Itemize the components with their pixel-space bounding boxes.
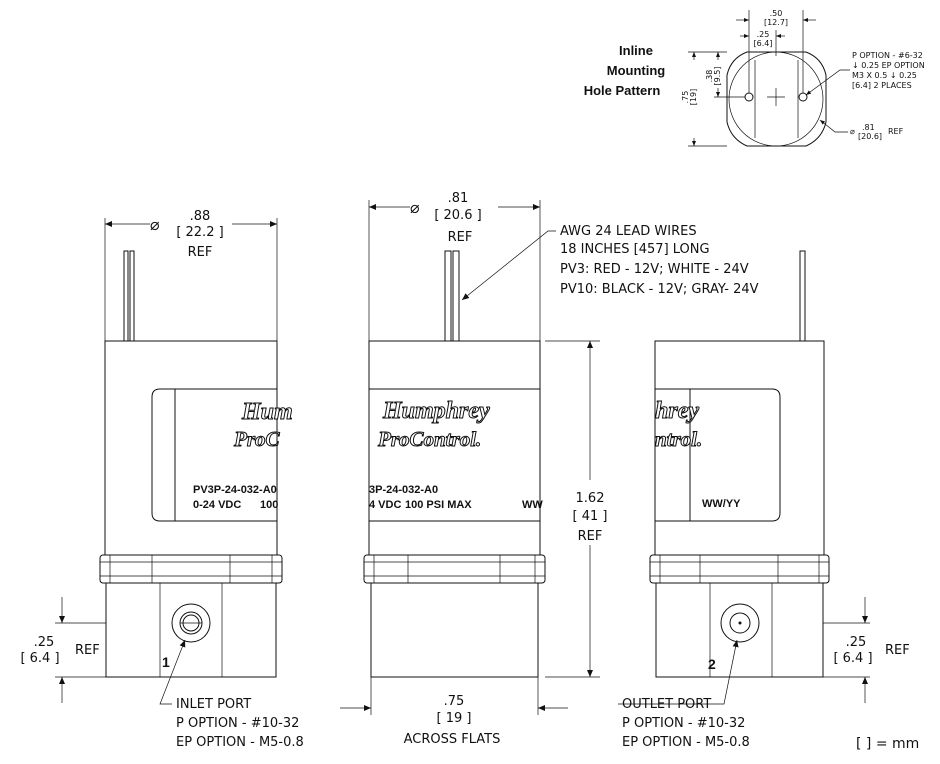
left-label-part: PV3P-24-032-A0 (193, 484, 277, 496)
inline-dim-left2-in: .75 (681, 91, 690, 104)
inline-note-line4: [6.4] 2 PLACES (852, 81, 912, 90)
left-wire-1 (123, 250, 129, 342)
center-height-mm: [ 41 ] (573, 509, 608, 524)
center-dia-in: .81 (448, 191, 469, 206)
left-dia-mm: [ 22.2 ] (176, 225, 223, 240)
left-port-in: .25 (34, 635, 55, 650)
inline-body-outline (726, 51, 827, 147)
center-flats-mm: [ 19 ] (437, 711, 472, 726)
right-logo-line2: ntrol. (655, 427, 702, 451)
inline-hole-pattern: Inline Mounting Hole Pattern .50 [12.7] … (584, 9, 925, 147)
left-port-outer (171, 603, 211, 643)
inline-hole-left (744, 92, 754, 102)
center-nut (363, 554, 546, 584)
left-label-psi: 100 (260, 499, 278, 511)
inline-dia-mm: [20.6] (858, 132, 882, 141)
left-coil-window (151, 388, 176, 522)
left-port-number: 1 (162, 654, 170, 670)
center-flats-text: ACROSS FLATS (404, 732, 501, 747)
center-label-ww: WW (522, 499, 543, 511)
left-port-ref: REF (75, 643, 100, 658)
left-label-volt: 0-24 VDC (193, 499, 241, 511)
left-nut (99, 554, 283, 584)
center-wire-note2: 18 INCHES [457] LONG (560, 242, 710, 257)
right-port-title: OUTLET PORT (622, 697, 711, 712)
right-label-ww: WW/YY (702, 498, 741, 510)
inline-dia-in: .81 (862, 123, 875, 132)
center-logo-line2: ProControl. (377, 427, 481, 451)
right-valve-body (655, 582, 824, 678)
center-dia-ref: REF (448, 230, 473, 245)
inline-title-line1: Inline (619, 43, 653, 58)
center-wire-note1: AWG 24 LEAD WIRES (560, 224, 697, 239)
right-port-mm: [ 6.4 ] (833, 651, 872, 666)
center-view: ⌀ .81 [ 20.6 ] REF AWG 24 LEAD WIRES 18 … (340, 191, 759, 747)
left-wire-2 (129, 250, 135, 342)
right-port-inner (729, 612, 751, 634)
center-dia-mm: [ 20.6 ] (434, 208, 481, 223)
center-valve-body (370, 582, 539, 678)
center-height-in: 1.62 (576, 491, 605, 506)
left-port-ep: EP OPTION - M5-0.8 (176, 735, 304, 750)
inline-dim-left1-mm: [9.5] (713, 67, 722, 86)
left-dia-symbol: ⌀ (150, 215, 160, 234)
right-coil-window (689, 388, 781, 522)
inline-dim-mid-in: .25 (757, 30, 770, 39)
center-logo-line1: Humphrey (382, 398, 490, 424)
left-port-title: INLET PORT (176, 697, 251, 712)
inline-note-line3: M3 X 0.5 ↓ 0.25 (852, 71, 917, 80)
inline-dim-top-mm: [12.7] (764, 18, 788, 27)
right-port-center (738, 621, 742, 625)
right-port-ep: EP OPTION - M5-0.8 (622, 735, 750, 750)
inline-title-line3: Hole Pattern (584, 83, 661, 98)
center-wire-note4: PV10: BLACK - 12V; GRAY- 24V (560, 282, 759, 297)
center-label-psi: 100 PSI MAX (405, 499, 472, 511)
center-flats-in: .75 (444, 694, 465, 709)
right-port-in: .25 (846, 635, 867, 650)
right-nut (649, 554, 830, 584)
mm-legend: [ ] = mm (856, 736, 919, 752)
right-port-ref: REF (885, 643, 910, 658)
inline-hole-right (798, 92, 808, 102)
inline-note-line2: ↓ 0.25 EP OPTION (852, 61, 925, 70)
left-logo-line1: Hum (241, 399, 293, 425)
inline-dia-ref: REF (888, 127, 904, 136)
inline-dim-top-in: .50 (770, 9, 783, 18)
right-logo-line1: hrey (655, 398, 699, 424)
left-valve-body (105, 582, 277, 678)
left-logo-line2: ProC (233, 427, 281, 451)
right-view: hrey ntrol. WW/YY 2 .25 [ 6.4 ] REF OUTL… (618, 250, 910, 750)
right-port-p: P OPTION - #10-32 (622, 716, 745, 731)
right-port-number: 2 (708, 656, 716, 672)
center-height-ref: REF (578, 529, 603, 544)
inline-dim-mid-mm: [6.4] (754, 39, 773, 48)
inline-dia-symbol: ⌀ (850, 127, 855, 136)
inline-title-line2: Mounting (607, 63, 666, 78)
inline-dim-left2-mm: [19] (689, 89, 698, 105)
right-wire (799, 250, 806, 342)
center-label-volt: 4 VDC (369, 499, 401, 511)
center-label-part: 3P-24-032-A0 (369, 484, 438, 496)
left-dia-ref: REF (188, 245, 213, 260)
center-wire-2 (452, 250, 460, 342)
center-dia-symbol: ⌀ (410, 198, 420, 217)
left-port-p: P OPTION - #10-32 (176, 716, 299, 731)
left-port-mm: [ 6.4 ] (20, 651, 59, 666)
center-wire-1 (444, 250, 452, 342)
inline-note-line1: P OPTION - #6-32 (852, 51, 923, 60)
left-dia-in: .88 (190, 209, 211, 224)
center-wire-note3: PV3: RED - 12V; WHITE - 24V (560, 262, 749, 277)
left-view: ⌀ .88 [ 22.2 ] REF Hum ProC PV3P-24-032-… (20, 209, 303, 750)
inline-dim-left1-in: .38 (705, 70, 714, 83)
right-port-outer (720, 603, 760, 643)
